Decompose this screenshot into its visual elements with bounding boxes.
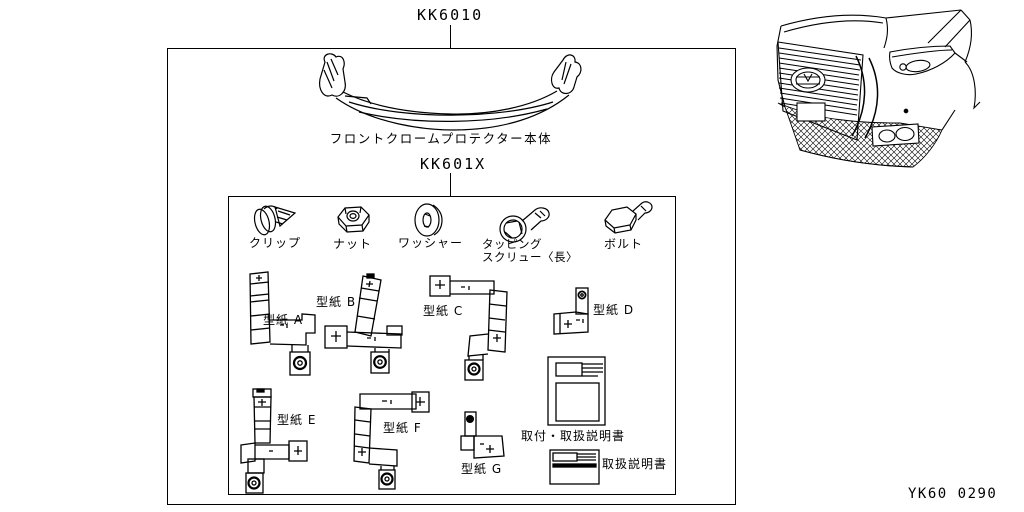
- washer-label: ワッシャー: [398, 236, 464, 250]
- car-front-illustration: [776, 9, 981, 168]
- nut-label: ナット: [333, 237, 373, 251]
- tapping-screw-icon: [499, 207, 550, 243]
- tapping-screw-label: タッピング スクリュー〈長〉: [482, 238, 578, 263]
- tapping-screw-label-line1: タッピング: [482, 237, 542, 251]
- template-f-drawing: [353, 391, 430, 490]
- template-b-label: 型紙 B: [316, 295, 357, 309]
- template-e-label: 型紙 E: [277, 413, 317, 427]
- template-c-label: 型紙 C: [423, 304, 464, 318]
- bolt-label: ボルト: [604, 237, 644, 251]
- hardware-kit-part-code: KK601X: [420, 155, 487, 173]
- tapping-screw-label-line2: スクリュー〈長〉: [482, 249, 578, 264]
- template-g-label: 型紙 G: [461, 462, 503, 476]
- front-protector-drawing: [319, 53, 582, 131]
- template-c-drawing: [429, 275, 508, 381]
- template-d-label: 型紙 D: [593, 303, 635, 317]
- template-g-drawing: [460, 411, 505, 459]
- template-a-drawing: [249, 271, 316, 376]
- leader-line-kk6010: [450, 25, 451, 48]
- template-d-drawing: [553, 287, 589, 335]
- template-f-label: 型紙 F: [383, 421, 422, 435]
- leader-line-kk601x: [450, 173, 451, 196]
- drawing-code: YK60 0290: [908, 486, 998, 502]
- owner-manual-label: 取扱説明書: [602, 457, 668, 471]
- washer-icon: [414, 203, 443, 237]
- kit-outer-box: [167, 48, 736, 505]
- template-b-drawing: [324, 273, 403, 374]
- clip-label: クリップ: [249, 236, 302, 250]
- owner-manual-icon: [549, 449, 600, 485]
- main-assembly-caption: フロントクロームプロテクター本体: [329, 131, 553, 146]
- nut-icon: [337, 206, 370, 233]
- install-manual-label: 取付・取扱説明書: [521, 429, 626, 443]
- hardware-kit-box: [228, 196, 676, 495]
- template-e-drawing: [240, 388, 308, 494]
- install-manual-icon: [547, 356, 606, 426]
- clip-icon: [253, 205, 297, 236]
- bolt-icon: [604, 201, 653, 234]
- template-a-label: 型紙 A: [263, 313, 304, 327]
- main-part-code: KK6010: [417, 6, 484, 24]
